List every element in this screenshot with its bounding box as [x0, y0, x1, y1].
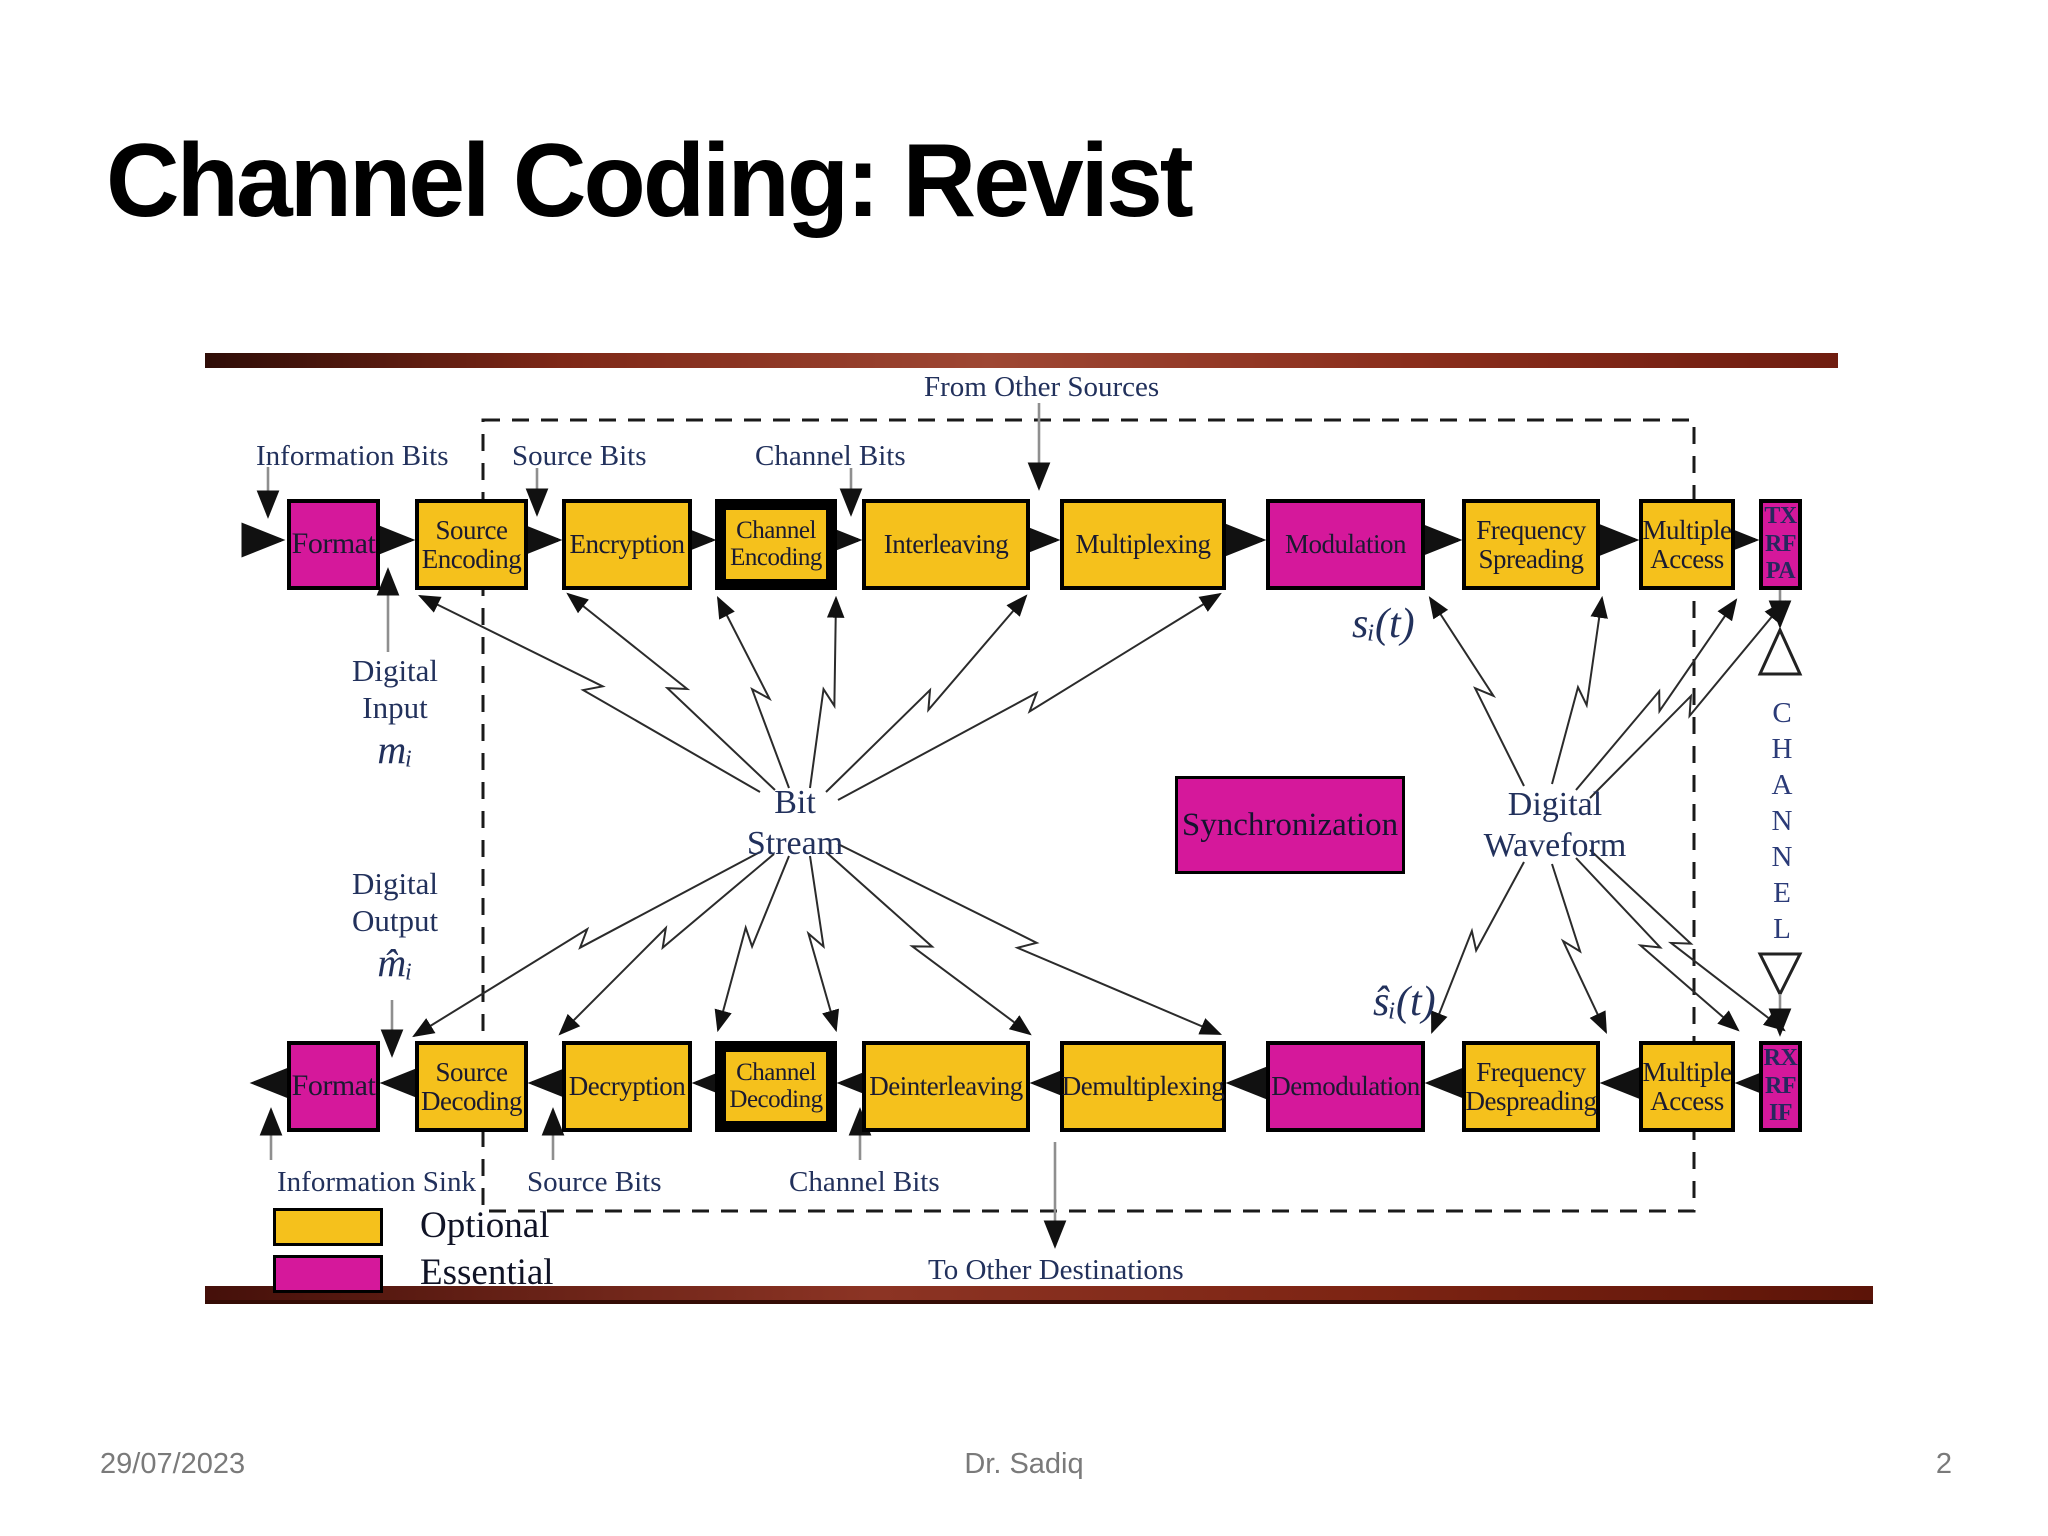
zigzag-arrow: [1551, 863, 1607, 1034]
block-interleaving: Interleaving: [862, 499, 1030, 590]
channel-letter: L: [1773, 912, 1791, 945]
zigzag-arrow: [1575, 598, 1738, 791]
label-digital-input: Digital Input mᵢ: [330, 653, 460, 773]
tx-antenna-icon: [1757, 626, 1803, 676]
zigzag-arrow: [1589, 600, 1786, 799]
label-digital-output-line2: Output: [351, 902, 439, 938]
channel-letter: C: [1772, 697, 1792, 729]
block-format-rx: Format: [287, 1041, 380, 1132]
zigzag-arrow: [806, 855, 840, 1033]
zigzag-arrow: [1575, 857, 1740, 1032]
label-digital-output: Digital Output m̂ᵢ: [330, 866, 460, 986]
block-format-tx: Format: [287, 499, 380, 590]
block-multiple-access-tx: Multiple Access: [1639, 499, 1735, 590]
label-digital-waveform: Digital Waveform: [1483, 786, 1627, 864]
zigzag-arrow: [825, 594, 1028, 793]
block-rx-rf-if: RX RF IF: [1759, 1041, 1802, 1132]
label-si-hat-t: ŝᵢ(t): [1373, 979, 1436, 1025]
footer-page-number: 2: [1935, 1448, 1952, 1480]
block-synchronization: Synchronization: [1175, 776, 1405, 874]
label-channel-vertical: C H A N N E L: [1754, 696, 1810, 948]
block-frequency-despreading: Frequency Despreading: [1462, 1041, 1600, 1132]
zigzag-arrow: [1428, 596, 1525, 787]
zigzag-arrow: [825, 851, 1032, 1036]
modem-dashed-boundary: [481, 418, 1696, 1213]
block-deinterleaving: Deinterleaving: [862, 1041, 1030, 1132]
channel-letter: A: [1771, 768, 1793, 801]
rx-antenna-icon: [1757, 952, 1803, 998]
zigzag-arrow: [418, 595, 761, 793]
block-modulation: Modulation: [1266, 499, 1425, 590]
legend-optional-swatch: [273, 1208, 383, 1246]
label-channel-bits-bottom: Channel Bits: [789, 1166, 940, 1198]
block-decryption: Decryption: [562, 1041, 692, 1132]
block-channel-decoding: Channel Decoding: [715, 1041, 837, 1132]
label-source-bits-bottom: Source Bits: [527, 1166, 662, 1198]
footer-date: 29/07/2023: [100, 1448, 246, 1480]
zigzag-arrow: [716, 596, 790, 789]
zigzag-arrow: [714, 855, 790, 1033]
block-channel-encoding: Channel Encoding: [715, 499, 837, 590]
zigzag-arrow: [566, 592, 776, 791]
block-demodulation: Demodulation: [1266, 1041, 1425, 1132]
legend-essential-swatch: [273, 1255, 383, 1293]
bottom-divider-bar: [205, 1286, 1873, 1304]
block-tx-rf-pa: TX RF PA: [1759, 499, 1802, 590]
label-to-other-destinations: To Other Destinations: [928, 1254, 1184, 1286]
block-demultiplexing: Demultiplexing: [1060, 1041, 1226, 1132]
label-digital-output-line1: Digital: [351, 866, 439, 901]
label-mi-symbol: mᵢ: [377, 727, 413, 773]
channel-letter: H: [1771, 732, 1793, 765]
label-si-t: sᵢ(t): [1352, 601, 1415, 647]
zigzag-arrow: [809, 595, 845, 789]
zigzag-arrow: [412, 851, 761, 1038]
channel-letter: N: [1771, 804, 1793, 837]
block-multiplexing: Multiplexing: [1060, 499, 1226, 590]
zigzag-arrow: [1551, 595, 1608, 785]
zigzag-arrow: [1589, 849, 1786, 1032]
legend-essential-label: Essential: [420, 1252, 554, 1293]
label-channel-bits-top: Channel Bits: [755, 440, 906, 472]
legend-optional-label: Optional: [420, 1205, 550, 1246]
block-encryption: Encryption: [562, 499, 692, 590]
channel-letter: N: [1771, 840, 1793, 873]
label-bit-stream: Bit Stream: [746, 784, 844, 862]
block-multiple-access-rx: Multiple Access: [1639, 1041, 1735, 1132]
label-information-bits: Information Bits: [256, 440, 449, 472]
footer-author: Dr. Sadiq: [964, 1448, 1084, 1480]
zigzag-arrow: [558, 853, 775, 1036]
top-divider-bar: [205, 353, 1838, 368]
block-frequency-spreading: Frequency Spreading: [1462, 499, 1600, 590]
block-source-encoding: Source Encoding: [415, 499, 528, 590]
zigzag-arrow: [837, 843, 1223, 1035]
label-digital-input-line1: Digital: [351, 653, 439, 688]
label-source-bits-top: Source Bits: [512, 440, 647, 472]
label-information-sink: Information Sink: [277, 1166, 476, 1198]
channel-letter: E: [1773, 876, 1791, 909]
zigzag-arrow: [1431, 861, 1525, 1035]
label-mi-hat-symbol: m̂ᵢ: [377, 940, 413, 986]
page-title: Channel Coding: Revist: [106, 123, 1194, 239]
label-from-other-sources: From Other Sources: [924, 371, 1160, 403]
zigzag-arrow: [837, 592, 1222, 801]
block-source-decoding: Source Decoding: [415, 1041, 528, 1132]
label-digital-input-line2: Input: [362, 689, 428, 725]
